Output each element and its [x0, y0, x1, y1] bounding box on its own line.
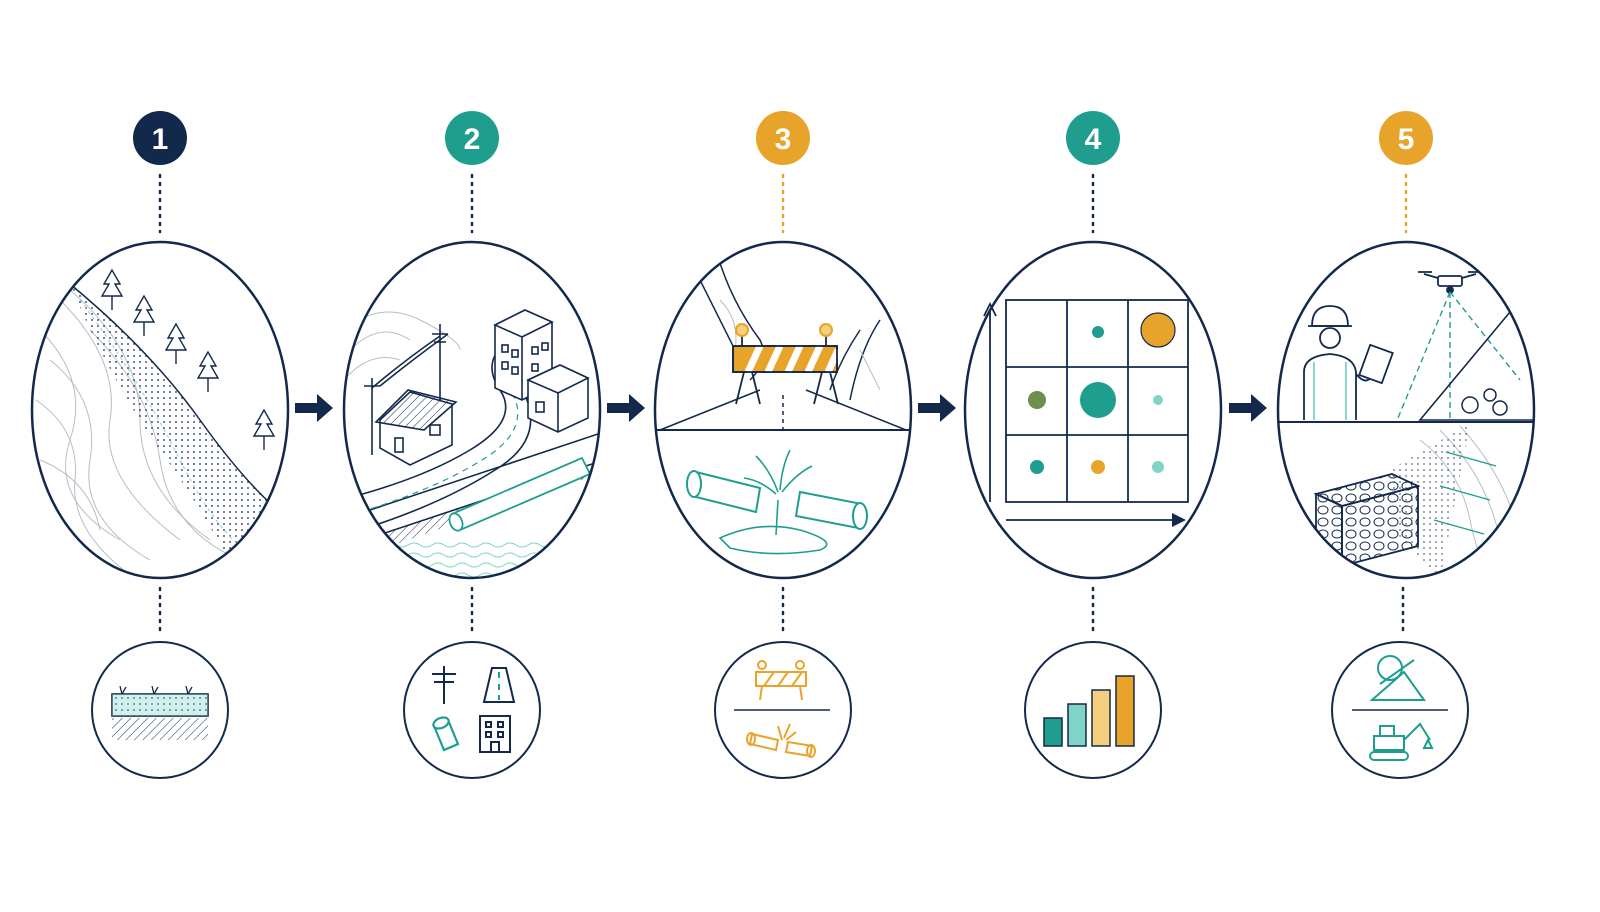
- step-5: 5: [1276, 111, 1536, 779]
- rockfall-excavator-icon: [1352, 655, 1448, 761]
- infrastructure-assets-icon: [432, 666, 516, 753]
- road-icon: [482, 667, 516, 703]
- excavator-icon: [1369, 722, 1434, 761]
- arrow-right-icon: [295, 394, 333, 422]
- step-3-number: 3: [775, 123, 792, 156]
- arrow-2-3: [607, 394, 645, 422]
- arrow-3-4: [918, 394, 956, 422]
- arrow-4-5: [1229, 394, 1267, 422]
- step-3-number-badge: [756, 111, 810, 165]
- arrow-right-icon: [1229, 394, 1267, 422]
- utility-pole-icon: [432, 666, 456, 704]
- step-1-number: 1: [152, 123, 169, 156]
- arrow-right-icon: [607, 394, 645, 422]
- step-2-scene-frame: [342, 240, 602, 580]
- bar-4: [1115, 675, 1135, 747]
- road-barrier-burst-pipe-icon: [655, 249, 911, 555]
- step-5-scene-frame: [1276, 240, 1536, 580]
- step-4-number: 4: [1085, 123, 1102, 156]
- arrow-right-icon: [918, 394, 956, 422]
- step-1-scene-frame: [30, 240, 290, 580]
- step-5-number: 5: [1398, 123, 1415, 156]
- step-3-scene-frame: [653, 240, 913, 580]
- step-4-number-badge: [1066, 111, 1120, 165]
- building-icon: [479, 715, 511, 753]
- step-4: 4: [963, 111, 1223, 779]
- risk-dot: [1153, 395, 1163, 405]
- barrier-icon: [755, 660, 807, 701]
- risk-dot: [1140, 312, 1176, 348]
- soil-layer-icon: [111, 685, 209, 740]
- step-1: 1: [30, 111, 290, 779]
- inspection-mitigation-icon: [1278, 271, 1534, 578]
- inspector-icon: [1303, 305, 1394, 420]
- bar-1: [1043, 717, 1063, 747]
- risk-dot: [1028, 391, 1046, 409]
- step-2-number: 2: [464, 123, 481, 156]
- step-1-number-badge: [133, 111, 187, 165]
- risk-dot: [1091, 460, 1105, 474]
- arrow-1-2: [295, 394, 333, 422]
- risk-matrix-icon: [983, 299, 1189, 527]
- bar-3: [1091, 689, 1111, 747]
- step-2: 2: [342, 111, 602, 779]
- risk-dot: [1030, 460, 1044, 474]
- step-5-number-badge: [1379, 111, 1433, 165]
- rockfall-icon: [1369, 655, 1426, 701]
- bar-2: [1067, 703, 1087, 747]
- step-2-summary-circle: [403, 641, 541, 779]
- barrier-broken-pipe-icon: [734, 660, 830, 758]
- risk-dot: [1092, 326, 1104, 338]
- hillside-slope-icon: [35, 268, 288, 578]
- step-3: 3: [653, 111, 913, 779]
- infrastructure-town-icon: [344, 309, 600, 578]
- step-4-scene-frame: [963, 240, 1223, 580]
- risk-dot: [1152, 461, 1164, 473]
- drone-icon: [1418, 271, 1482, 294]
- risk-dot: [1080, 382, 1116, 418]
- broken-pipe-icon: [746, 723, 816, 758]
- bar-chart-icon: [1043, 675, 1135, 747]
- pipe-icon: [432, 716, 460, 752]
- step-2-number-badge: [445, 111, 499, 165]
- gabion-wall-icon: [1313, 473, 1421, 568]
